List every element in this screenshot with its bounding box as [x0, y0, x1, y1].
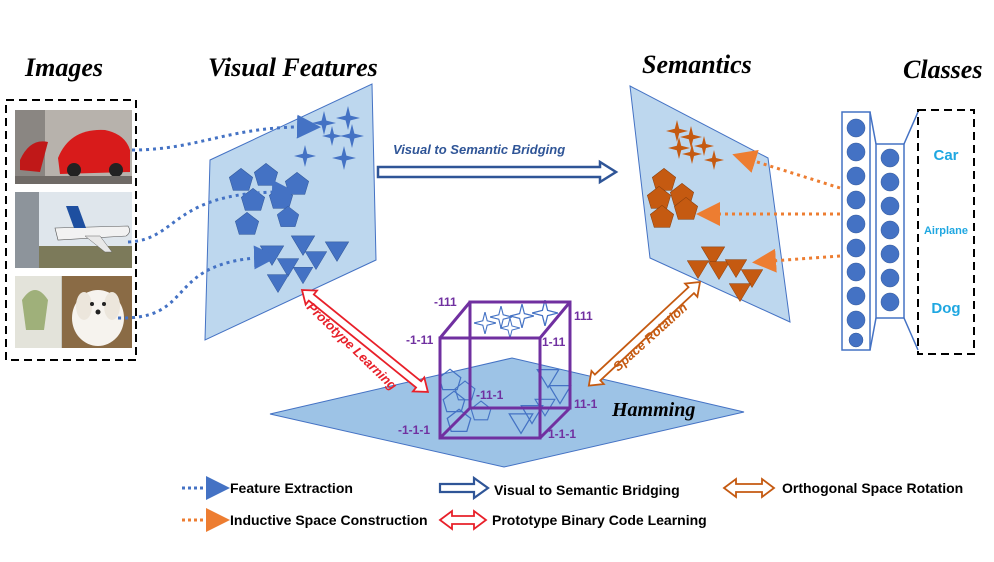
bridge-label: Visual to Semantic Bridging — [393, 142, 565, 157]
legend-feature-extraction-label: Feature Extraction — [230, 480, 353, 496]
hamming-title: Hamming — [611, 399, 695, 421]
cube-edges — [438, 300, 572, 440]
images-panel — [5, 99, 137, 361]
code-pos11neg1: 11-1 — [574, 397, 598, 411]
prototype-learning-label: Prototype Learning — [304, 299, 400, 393]
legend: Feature Extraction Inductive Space Const… — [182, 475, 963, 532]
code-neg11neg1: -11-1 — [476, 388, 504, 402]
class-label-car: Car — [933, 147, 958, 164]
legend-prototype-code: Prototype Binary Code Learning — [438, 509, 707, 531]
code-pos111: 111 — [574, 309, 593, 323]
class-label-dog: Dog — [931, 300, 960, 317]
code-neg111: -111 — [434, 295, 457, 309]
hamming-cube: -111 111 -1-11 1-11 -11-1 11-1 -1-1-1 1-… — [398, 295, 598, 441]
space-rotation-label: Space Rotation — [610, 300, 690, 375]
visual-features-title: Visual Features — [208, 53, 378, 82]
semantic-plane — [629, 85, 791, 323]
car-image — [15, 110, 132, 184]
legend-bridging-label: Visual to Semantic Bridging — [494, 482, 680, 498]
images-title: Images — [24, 53, 103, 82]
legend-orthogonal: Orthogonal Space Rotation — [722, 477, 963, 499]
space-rotation-arrow: Space Rotation — [587, 280, 702, 387]
dog-image — [15, 276, 132, 348]
visual-feature-plane — [204, 83, 377, 341]
legend-bridging: Visual to Semantic Bridging — [438, 475, 680, 501]
class-network — [841, 111, 919, 351]
hamming-plane: Hamming — [269, 357, 745, 468]
airplane-image — [15, 192, 132, 268]
feature-extraction-arrows — [117, 114, 321, 320]
classes-panel: Car Airplane Dog — [917, 109, 975, 355]
inductive-arrows — [696, 149, 841, 273]
bridge-arrow: Visual to Semantic Bridging — [376, 142, 619, 185]
legend-orthogonal-label: Orthogonal Space Rotation — [782, 480, 963, 496]
legend-prototype-code-label: Prototype Binary Code Learning — [492, 512, 707, 528]
code-neg1neg1neg1: -1-1-1 — [398, 423, 430, 437]
legend-inductive: Inductive Space Construction — [182, 508, 428, 532]
network-nodes — [846, 118, 900, 348]
legend-feature-extraction: Feature Extraction — [182, 476, 353, 500]
class-label-airplane: Airplane — [924, 225, 968, 237]
classes-title: Classes — [903, 55, 982, 84]
legend-inductive-label: Inductive Space Construction — [230, 512, 428, 528]
semantics-title: Semantics — [642, 50, 752, 79]
code-neg1neg11: -1-11 — [406, 333, 434, 347]
code-pos1neg1neg1: 1-1-1 — [548, 427, 576, 441]
code-pos1neg11: 1-11 — [542, 335, 566, 349]
